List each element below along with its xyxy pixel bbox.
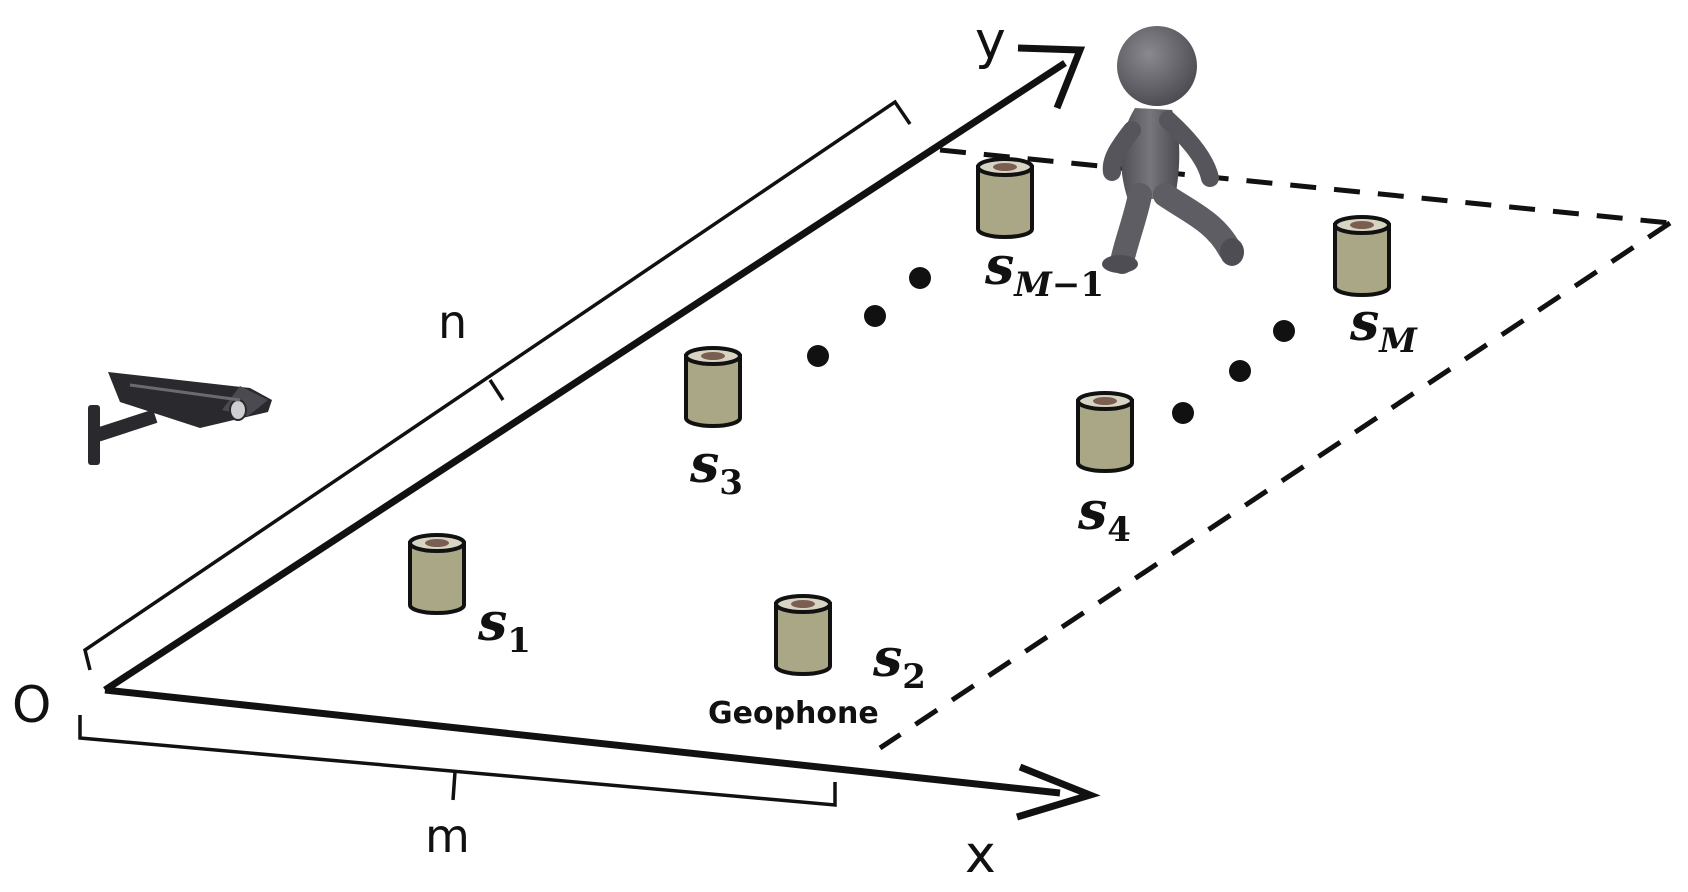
y-axis-label: y (975, 11, 1006, 71)
sensor-label-s2: s2 (872, 628, 926, 697)
geophone-sM (1333, 215, 1391, 297)
m-bracket (78, 715, 837, 807)
area-boundary (878, 147, 1672, 751)
geophone-s3 (684, 346, 742, 428)
m-dimension-label: m (425, 809, 470, 863)
geophone-s4 (1076, 391, 1134, 473)
origin-label: O (12, 676, 51, 734)
n-bracket (83, 99, 912, 671)
sensor-label-sM-1: sM−1 (984, 236, 1104, 305)
sensor-label-sM: sM (1349, 292, 1418, 361)
walking-person-icon (1102, 26, 1244, 274)
x-axis (104, 686, 1101, 821)
geophone-s2 (774, 594, 832, 676)
geophone-label: Geophone (708, 696, 879, 731)
sensor-label-s3: s3 (689, 434, 743, 503)
geophone-s1 (408, 533, 466, 615)
y-axis (103, 44, 1086, 693)
sensor-label-s1: s1 (477, 592, 531, 661)
geophone-sM-1 (976, 157, 1034, 239)
ellipsis-dots-upper (807, 267, 931, 367)
ellipsis-dots-lower (1172, 320, 1295, 424)
sensor-label-s4: s4 (1077, 481, 1131, 550)
x-axis-label: x (965, 825, 996, 885)
security-camera-icon (88, 372, 272, 465)
n-dimension-label: n (438, 295, 467, 349)
